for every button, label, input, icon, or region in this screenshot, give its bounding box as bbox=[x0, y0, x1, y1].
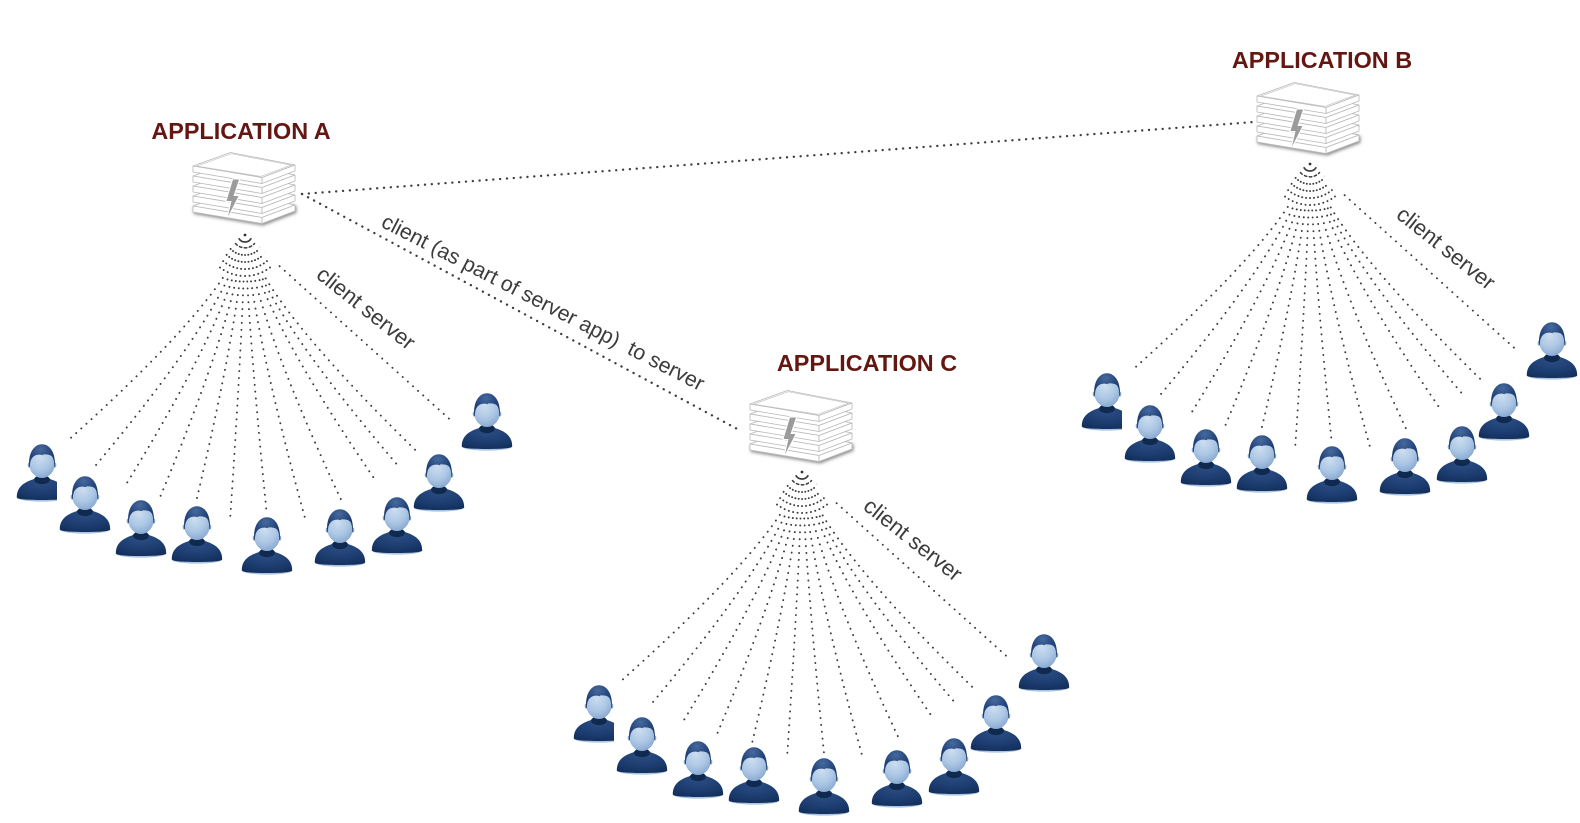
svg-text:APPLICATION B: APPLICATION B bbox=[1232, 47, 1412, 73]
svg-text:client (as part of server app): client (as part of server app) to server bbox=[378, 209, 709, 395]
svg-text:client server: client server bbox=[1392, 201, 1500, 294]
svg-text:APPLICATION C: APPLICATION C bbox=[777, 350, 957, 376]
svg-text:APPLICATION A: APPLICATION A bbox=[151, 118, 330, 144]
svg-text:client server: client server bbox=[312, 261, 420, 354]
